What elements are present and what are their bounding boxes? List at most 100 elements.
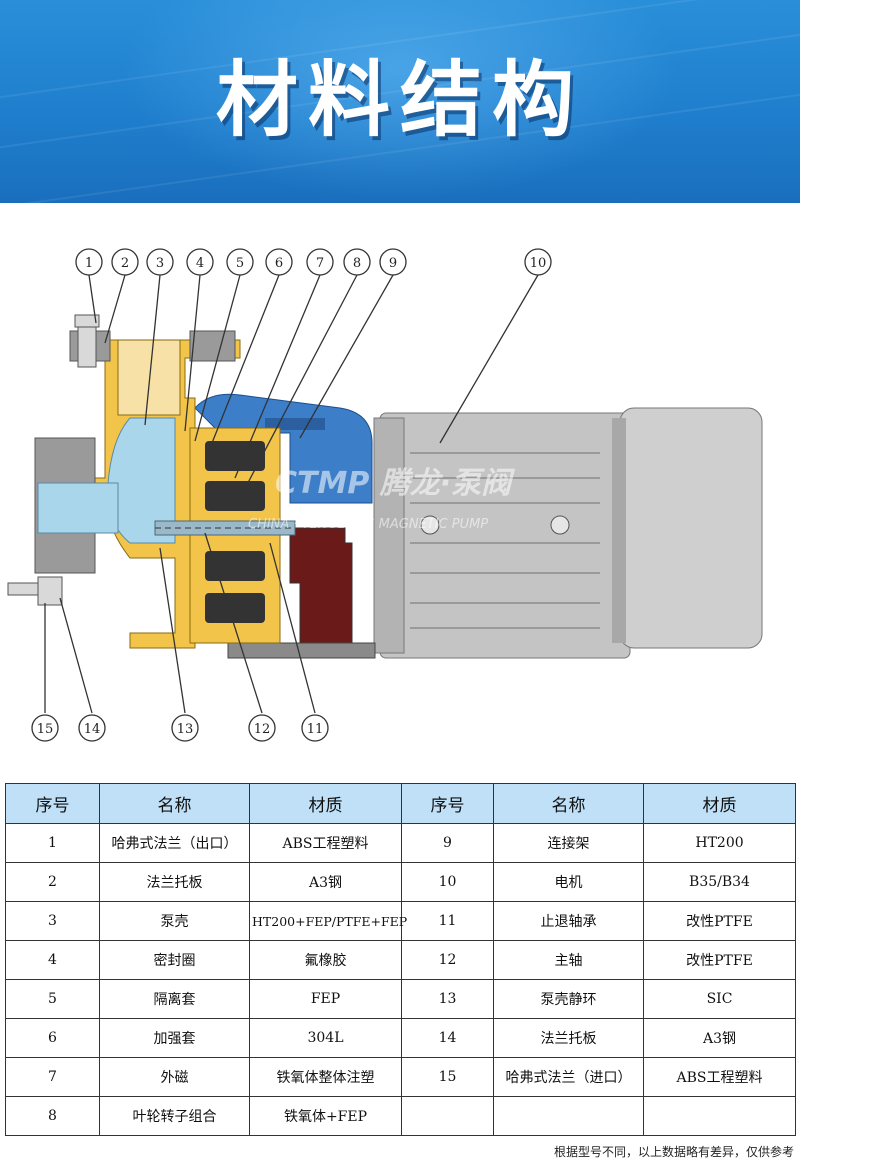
bracket (227, 527, 376, 659)
watermark-subtitle: CHINA · TENGLONG MAGNETIC PUMP (248, 517, 488, 532)
cell-name: 泵壳静环 (493, 979, 644, 1019)
flange-bolts (7, 314, 100, 606)
cell-index: 2 (5, 862, 100, 902)
table-row: 2 法兰托板 A3钢 10 电机 B35/B34 (5, 862, 796, 902)
inner-rotor (154, 427, 296, 644)
cell-name: 连接架 (493, 823, 644, 863)
callout-label: 3 (156, 256, 164, 271)
cell-index: 3 (5, 901, 100, 941)
callout-11 (301, 714, 329, 742)
leader-lines (44, 274, 539, 714)
table-row: 1 哈弗式法兰（出口） ABS工程塑料 9 连接架 HT200 (5, 823, 796, 863)
cell-name: 法兰托板 (493, 1018, 644, 1058)
cell-material: B35/B34 (643, 862, 796, 902)
cell-index: 8 (5, 1096, 100, 1136)
cell-material (643, 1096, 796, 1136)
cell-name: 隔离套 (99, 979, 250, 1019)
table-row: 6 加强套 304L 14 法兰托板 A3钢 (5, 1018, 796, 1058)
callout-label: 11 (307, 722, 324, 737)
callout-label: 6 (275, 256, 283, 271)
materials-table: 序号 名称 材质 序号 名称 材质 1 哈弗式法兰（出口） ABS工程塑料 9 … (5, 783, 796, 1136)
cell-material: 304L (249, 1018, 402, 1058)
callout-7 (306, 248, 334, 276)
banner-title: 材料结构 (215, 53, 584, 148)
callout-10 (524, 248, 552, 276)
cell-index (401, 1096, 494, 1136)
callout-markers (31, 248, 552, 742)
cell-material: 铁氧体整体注塑 (249, 1057, 402, 1097)
cell-index: 7 (5, 1057, 100, 1097)
cell-name: 止退轴承 (493, 901, 644, 941)
cell-name: 外磁 (99, 1057, 250, 1097)
cell-material: 改性PTFE (643, 940, 796, 980)
callout-label: 10 (530, 256, 547, 271)
cell-index: 10 (401, 862, 494, 902)
cell-name: 电机 (493, 862, 644, 902)
callout-label: 2 (121, 256, 129, 271)
cell-name (493, 1096, 644, 1136)
table-header-row: 序号 名称 材质 序号 名称 材质 (5, 783, 796, 824)
header-name: 名称 (99, 783, 250, 824)
cell-name: 哈弗式法兰（进口） (493, 1057, 644, 1097)
pump-cross-section-diagram: CTMP 腾龙·泵阀 CHINA · TENGLONG MAGNETIC PUM… (0, 203, 800, 758)
table-row: 7 外磁 铁氧体整体注塑 15 哈弗式法兰（进口） ABS工程塑料 (5, 1057, 796, 1097)
callout-label: 1 (85, 256, 93, 271)
cell-material: HT200+FEP/PTFE+FEP (249, 901, 407, 941)
callout-label: 4 (196, 256, 204, 271)
callout-4 (186, 248, 214, 276)
cell-index: 15 (401, 1057, 494, 1097)
header-index: 序号 (5, 783, 100, 824)
cell-name: 密封圈 (99, 940, 250, 980)
cell-index: 1 (5, 823, 100, 863)
table-row: 3 泵壳 HT200+FEP/PTFE+FEP 11 止退轴承 改性PTFE (5, 901, 796, 941)
cell-index: 6 (5, 1018, 100, 1058)
callout-label: 8 (353, 256, 361, 271)
cell-material: 氟橡胶 (249, 940, 402, 980)
header-name: 名称 (493, 783, 644, 824)
title-banner: 材料结构 (0, 0, 895, 222)
cell-material: ABS工程塑料 (249, 823, 402, 863)
callout-5 (226, 248, 254, 276)
cell-index: 4 (5, 940, 100, 980)
cell-name: 加强套 (99, 1018, 250, 1058)
cell-index: 12 (401, 940, 494, 980)
cell-name: 叶轮转子组合 (99, 1096, 250, 1136)
cell-index: 13 (401, 979, 494, 1019)
callout-12 (248, 714, 276, 742)
callout-1 (75, 248, 103, 276)
watermark-logo: CTMP 腾龙·泵阀 (275, 466, 515, 501)
callout-2 (111, 248, 139, 276)
cell-index: 14 (401, 1018, 494, 1058)
table-row: 5 隔离套 FEP 13 泵壳静环 SIC (5, 979, 796, 1019)
callout-label: 5 (236, 256, 244, 271)
callout-label: 13 (177, 722, 194, 737)
header-material: 材质 (643, 783, 796, 824)
cell-material: 铁氧体+FEP (249, 1096, 402, 1136)
motor-body (373, 407, 763, 659)
cell-index: 5 (5, 979, 100, 1019)
cell-name: 哈弗式法兰（出口） (99, 823, 250, 863)
table-row: 8 叶轮转子组合 铁氧体+FEP (5, 1096, 796, 1136)
callout-13 (171, 714, 199, 742)
callout-label: 15 (37, 722, 54, 737)
table-row: 4 密封圈 氟橡胶 12 主轴 改性PTFE (5, 940, 796, 980)
header-material: 材质 (249, 783, 402, 824)
callout-label: 12 (254, 722, 271, 737)
callout-label: 14 (84, 722, 101, 737)
callout-8 (343, 248, 371, 276)
cell-material: FEP (249, 979, 402, 1019)
header-index: 序号 (401, 783, 494, 824)
cell-name: 主轴 (493, 940, 644, 980)
cell-material: HT200 (643, 823, 796, 863)
cell-material: SIC (643, 979, 796, 1019)
disclaimer-note: 根据型号不同，以上数据略有差异，仅供参考 (553, 1145, 794, 1159)
cell-material: 改性PTFE (643, 901, 796, 941)
callout-15 (31, 714, 59, 742)
callout-14 (78, 714, 106, 742)
cell-material: A3钢 (643, 1018, 796, 1058)
cell-material: ABS工程塑料 (643, 1057, 796, 1097)
callout-label: 7 (316, 256, 324, 271)
callout-9 (379, 248, 407, 276)
callout-label: 9 (389, 256, 397, 271)
callout-3 (146, 248, 174, 276)
